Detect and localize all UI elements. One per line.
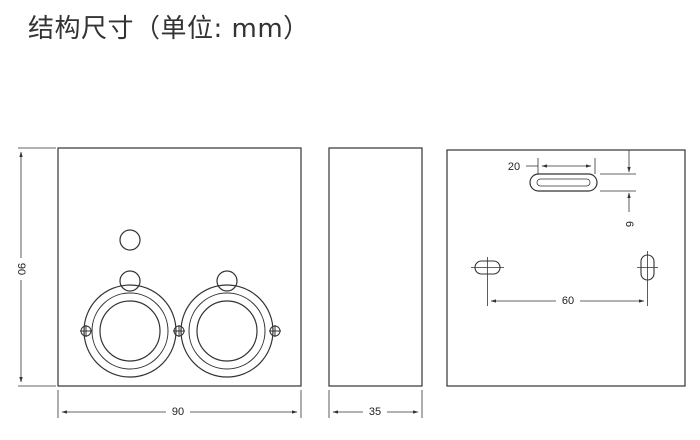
screw-left — [80, 325, 92, 337]
dim-side-depth: 35 — [328, 390, 423, 419]
left-socket — [83, 284, 177, 378]
dim-label-slot-height: 6 — [623, 221, 635, 227]
back-view: 20 6 60 — [446, 149, 686, 387]
dim-label-slot-length: 20 — [508, 161, 520, 173]
right-socket — [180, 284, 274, 378]
screw-center — [173, 325, 185, 337]
dim-label-side-depth: 35 — [369, 406, 381, 418]
front-outline — [57, 147, 302, 387]
mount-hole-right — [637, 251, 658, 284]
back-outline — [446, 149, 686, 387]
side-outline — [328, 147, 423, 387]
dim-slot-length: 20 — [508, 158, 596, 174]
left-upper-circle — [119, 270, 141, 292]
screw-right — [269, 325, 281, 337]
dim-front-height: 90 — [14, 147, 56, 387]
dim-front-width: 90 — [57, 390, 302, 419]
page-title: 结构尺寸（单位: mm） — [28, 14, 310, 44]
mount-hole-left — [471, 257, 504, 278]
dim-label-front-height: 90 — [15, 263, 27, 275]
dim-hole-spacing: 60 — [487, 278, 648, 308]
indicator-circle — [119, 229, 141, 251]
side-view: 35 — [328, 147, 423, 419]
hanging-slot — [529, 173, 598, 192]
front-view: 90 90 — [14, 147, 302, 419]
right-upper-circle — [216, 270, 238, 292]
dim-label-front-width: 90 — [172, 406, 184, 418]
dim-label-hole-spacing: 60 — [562, 295, 574, 307]
dim-slot-height: 6 — [600, 150, 636, 227]
